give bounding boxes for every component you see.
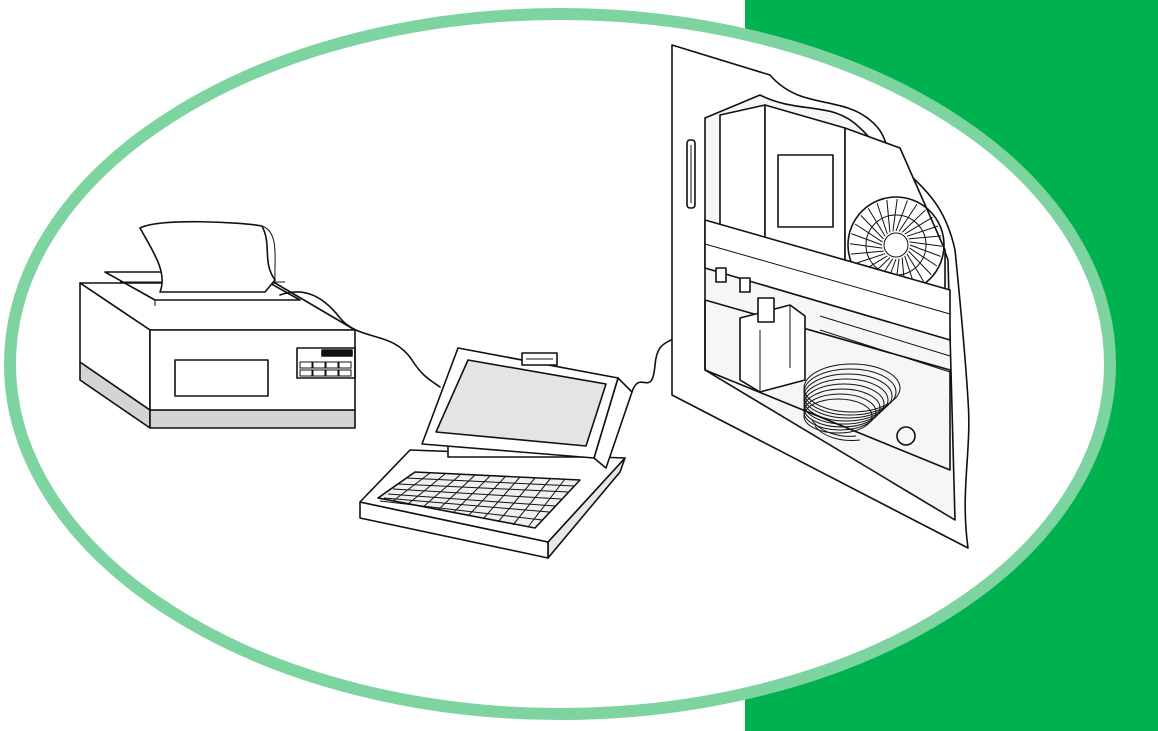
illustration-canvas — [0, 0, 1158, 731]
